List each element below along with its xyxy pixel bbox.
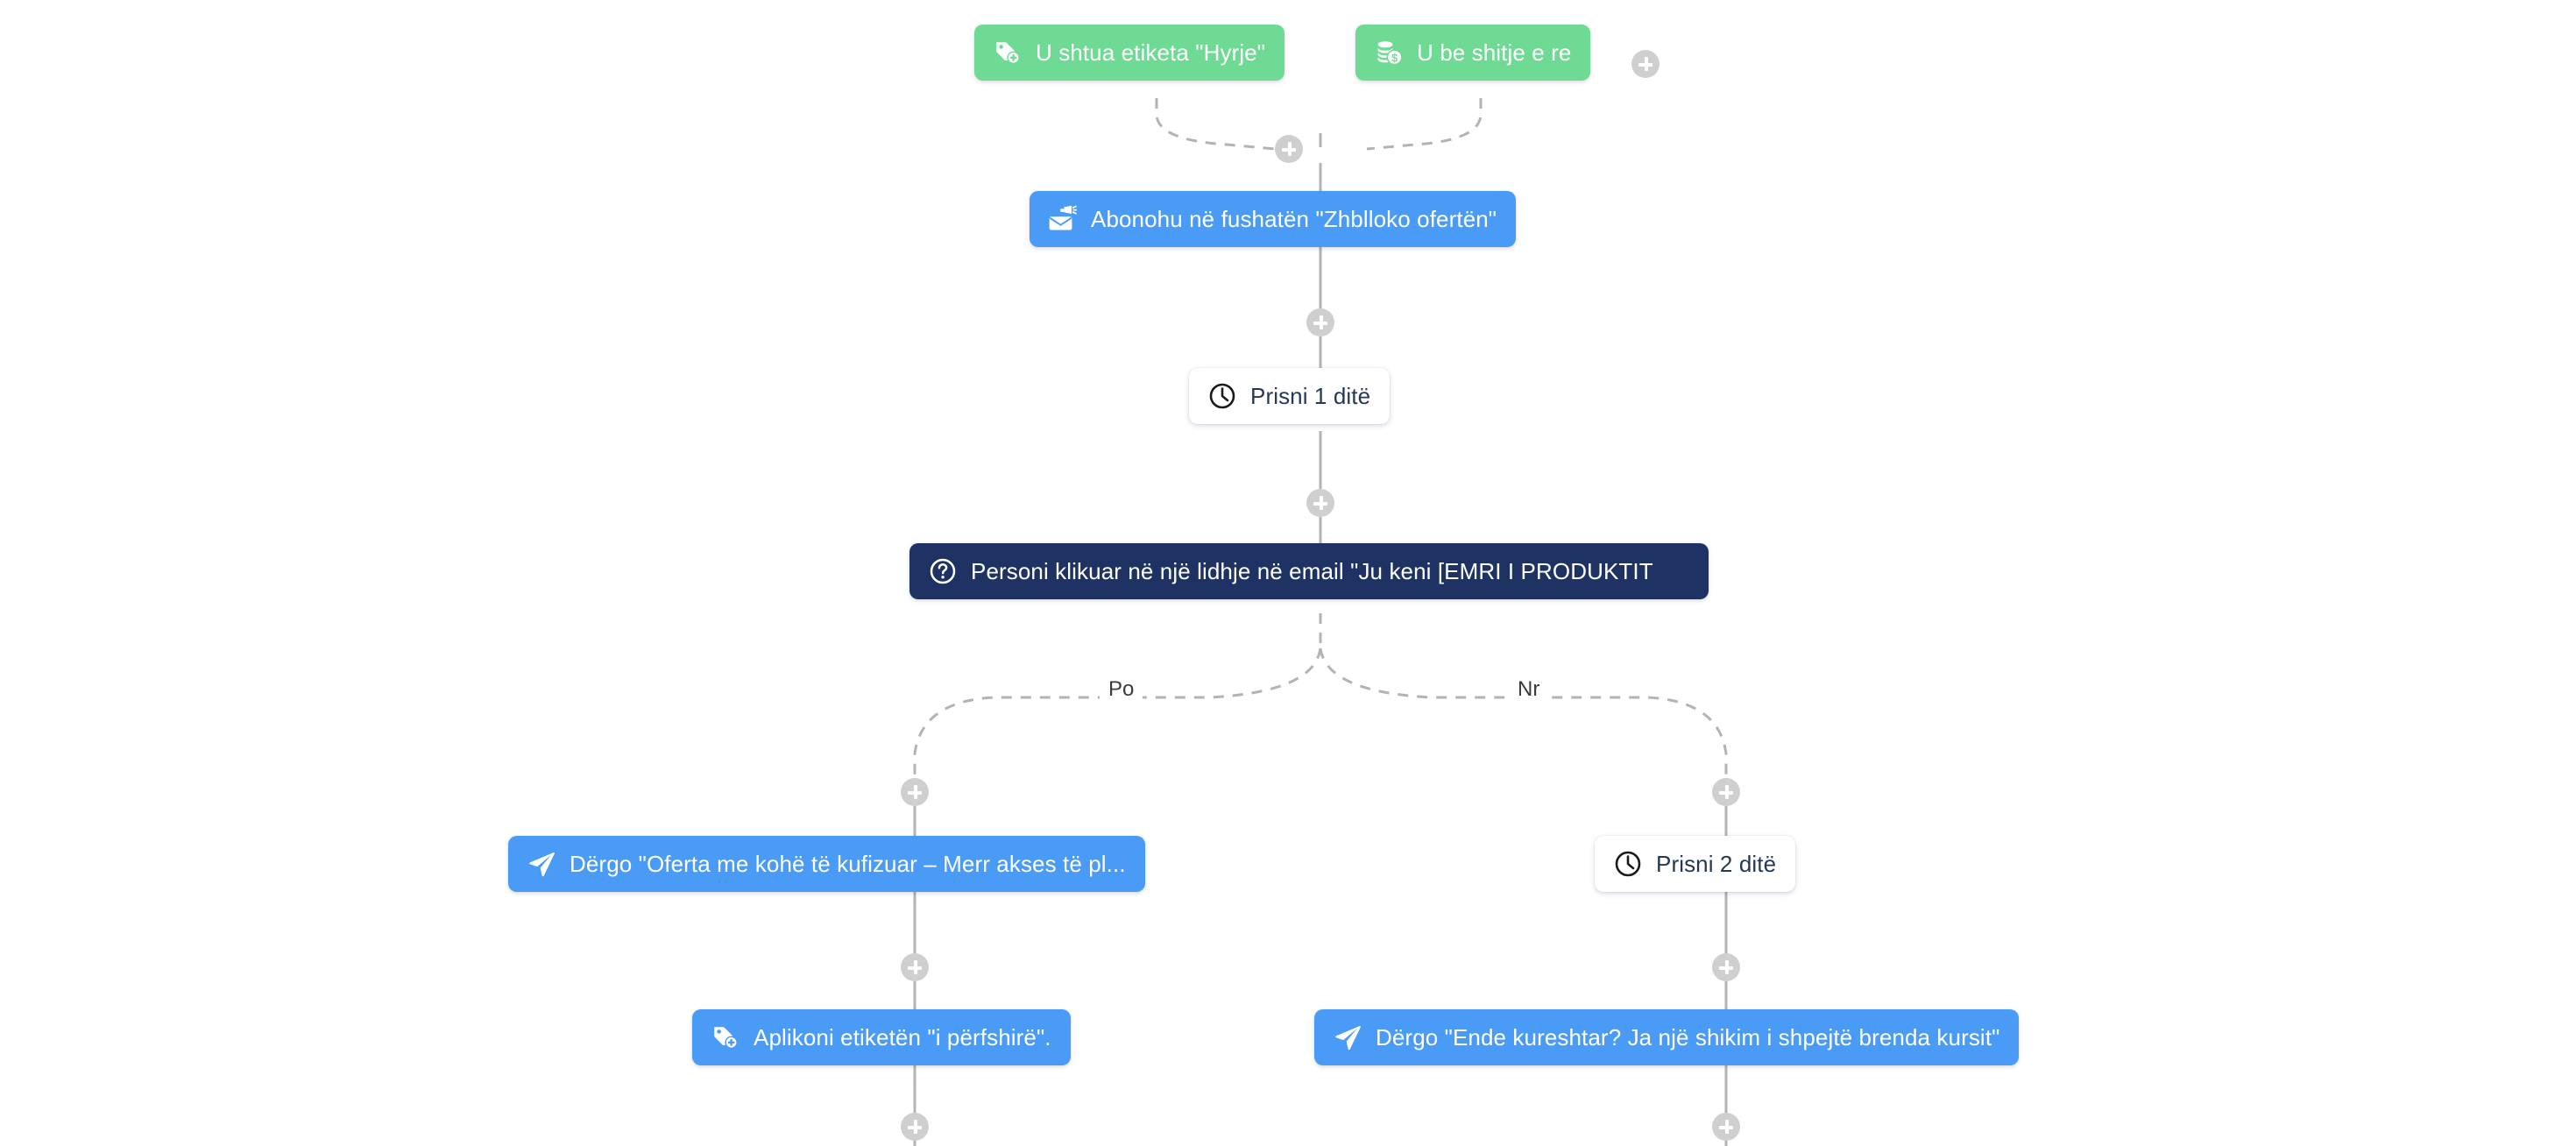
add-step-after-delay2-button[interactable]	[1712, 953, 1740, 981]
edge-condition-no	[1319, 647, 1728, 778]
tag-plus-icon	[994, 39, 1022, 67]
branch-label-no: Nr	[1509, 679, 1549, 700]
workflow-node-delay-1-day[interactable]: Prisni 1 ditë	[1189, 368, 1391, 424]
edge-trigger2-merge	[1366, 98, 1483, 151]
node-label: Aplikoni etiketën "i përfshirë".	[754, 1024, 1051, 1050]
node-label: Dërgo "Oferta me kohë të kufizuar – Merr…	[570, 851, 1126, 877]
node-label: Prisni 1 ditë	[1250, 383, 1371, 409]
question-circle-icon	[929, 557, 957, 585]
workflow-node-subscribe-campaign[interactable]: Abonohu në fushatën "Zhblloko ofertën"	[1030, 191, 1517, 247]
node-label: Prisni 2 ditë	[1656, 851, 1777, 877]
workflow-node-send-still-curious[interactable]: Dërgo "Ende kureshtar? Ja një shikim i s…	[1314, 1009, 2020, 1065]
clock-icon	[1614, 850, 1642, 878]
add-step-after-subscribe-button[interactable]	[1306, 308, 1334, 336]
workflow-node-send-limited-offer[interactable]: Dërgo "Oferta me kohë të kufizuar – Merr…	[508, 836, 1145, 892]
edge-trigger1-merge	[1155, 98, 1276, 151]
paper-plane-icon	[527, 850, 556, 878]
workflow-node-delay-2-days[interactable]: Prisni 2 ditë	[1595, 836, 1796, 892]
node-label: U be shitje e re	[1417, 39, 1572, 66]
add-step-after-triggers-button[interactable]	[1275, 135, 1303, 163]
workflow-node-trigger-tag-added[interactable]: U shtua etiketa "Hyrje"	[974, 25, 1285, 81]
add-step-after-delay1-button[interactable]	[1306, 489, 1334, 517]
paper-plane-icon	[1334, 1023, 1362, 1051]
add-step-yes-branch-button[interactable]	[901, 778, 929, 806]
node-label: U shtua etiketa "Hyrje"	[1036, 39, 1266, 66]
clock-icon	[1208, 382, 1236, 410]
branch-label-yes: Po	[1100, 679, 1143, 700]
workflow-node-condition-clicked-link[interactable]: Personi klikuar në një lidhje në email "…	[909, 543, 1709, 599]
add-trigger-button[interactable]	[1631, 50, 1660, 78]
workflow-node-apply-tag-included[interactable]: Aplikoni etiketën "i përfshirë".	[692, 1009, 1071, 1065]
workflow-node-trigger-new-sale[interactable]: $ U be shitje e re	[1355, 25, 1591, 81]
edge-condition-yes	[913, 647, 1322, 778]
node-label: Dërgo "Ende kureshtar? Ja një shikim i s…	[1376, 1024, 2000, 1050]
add-step-after-offer-button[interactable]	[901, 953, 929, 981]
add-step-after-curious-button[interactable]	[1712, 1113, 1740, 1141]
add-step-no-branch-button[interactable]	[1712, 778, 1740, 806]
envelope-megaphone-icon	[1049, 205, 1077, 233]
coins-dollar-icon: $	[1375, 39, 1403, 67]
add-step-after-tag-button[interactable]	[901, 1113, 929, 1141]
tag-plus-icon	[711, 1023, 740, 1051]
node-label: Personi klikuar në një lidhje në email "…	[971, 558, 1653, 584]
svg-text:$: $	[1391, 52, 1398, 64]
node-label: Abonohu në fushatën "Zhblloko ofertën"	[1091, 206, 1497, 232]
